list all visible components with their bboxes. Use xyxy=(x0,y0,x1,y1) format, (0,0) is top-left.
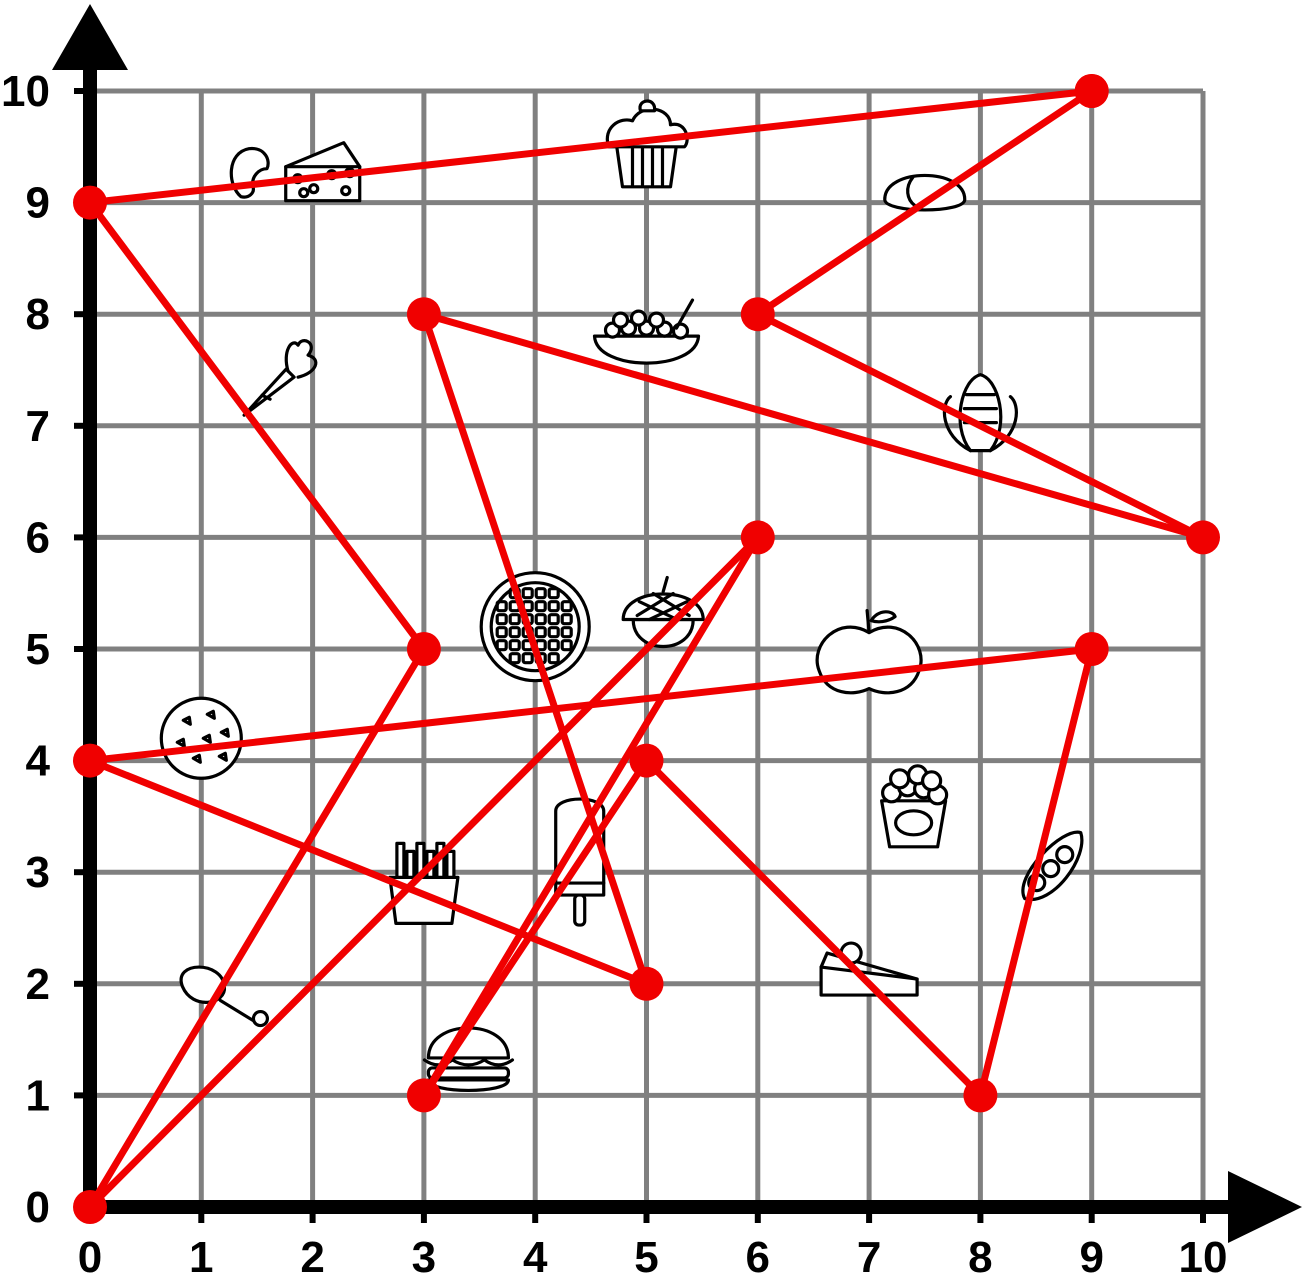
x-tick-label: 5 xyxy=(634,1233,658,1280)
pea xyxy=(1057,847,1073,863)
x-tick-label: 6 xyxy=(746,1233,770,1280)
burger-lettuce xyxy=(424,1060,512,1065)
carrot-body xyxy=(244,369,294,415)
x-tick-label: 9 xyxy=(1079,1233,1103,1280)
x-tick-labels: 0 1 2 3 4 5 6 7 8 9 10 xyxy=(78,1233,1228,1280)
x-tick-label: 1 xyxy=(189,1233,213,1280)
popsicle-stick xyxy=(575,895,585,925)
corn-cob xyxy=(960,375,1001,451)
acorn-stem xyxy=(663,578,667,592)
pea xyxy=(1043,861,1059,877)
popcorn-box xyxy=(882,801,946,847)
cereal-ring xyxy=(632,311,646,325)
y-tick-label: 9 xyxy=(26,179,50,228)
bone-end xyxy=(253,1012,267,1026)
x-tick-label: 3 xyxy=(412,1233,436,1280)
data-point xyxy=(407,632,441,666)
cereal-ring xyxy=(650,313,664,327)
x-axis-arrow xyxy=(1228,1171,1302,1243)
x-tick-label: 4 xyxy=(523,1233,548,1280)
path-segment xyxy=(90,649,424,1207)
y-tick-label: 1 xyxy=(26,1071,50,1120)
data-point xyxy=(630,967,664,1001)
y-axis-arrow xyxy=(52,4,128,70)
apple-leaf xyxy=(871,612,895,622)
y-tick-label: 7 xyxy=(26,402,50,451)
waffle-icon xyxy=(481,573,589,681)
y-tick-label: 0 xyxy=(26,1183,50,1232)
cookie-icon xyxy=(161,698,241,778)
path-segment xyxy=(90,649,1092,761)
carrot-icon xyxy=(244,341,316,416)
popcorn-icon xyxy=(882,766,947,847)
y-tick-label: 5 xyxy=(26,625,50,674)
popcorn-kernel xyxy=(891,770,909,788)
data-point xyxy=(407,297,441,331)
y-tick-label: 4 xyxy=(26,737,51,786)
bowl-shape xyxy=(595,336,699,363)
strawberry xyxy=(640,101,655,111)
popcorn-kernel xyxy=(923,772,941,790)
data-point xyxy=(963,1078,997,1112)
data-point xyxy=(1075,632,1109,666)
apple-body xyxy=(817,627,921,693)
data-point xyxy=(741,520,775,554)
data-point xyxy=(1186,520,1220,554)
data-point xyxy=(73,186,107,220)
y-tick-labels: 0 1 2 3 4 5 6 7 8 9 10 xyxy=(1,67,50,1232)
y-tick-label: 6 xyxy=(26,513,50,562)
cereal-ring xyxy=(674,324,688,338)
drumstick-bone xyxy=(220,1001,256,1023)
x-tick-label: 10 xyxy=(1179,1233,1228,1280)
cereal-ring xyxy=(614,313,628,327)
y-tick-label: 3 xyxy=(26,848,50,897)
cupcake-liner xyxy=(617,145,677,187)
food-icons xyxy=(161,101,1082,1090)
macaroni-icon xyxy=(231,149,268,198)
data-point xyxy=(73,1190,107,1224)
x-tick-label: 2 xyxy=(300,1233,324,1280)
macaroni-shape xyxy=(231,149,268,198)
burger-bottom-bun xyxy=(428,1080,508,1091)
data-point xyxy=(73,744,107,778)
y-tick-label: 8 xyxy=(26,290,50,339)
data-point xyxy=(630,744,664,778)
x-tick-label: 0 xyxy=(78,1233,102,1280)
y-tick-label: 2 xyxy=(26,960,50,1009)
data-point xyxy=(407,1078,441,1112)
data-point xyxy=(1075,74,1109,108)
cookie-shape xyxy=(161,698,241,778)
y-tick-label: 10 xyxy=(1,67,50,116)
apple-stem xyxy=(867,611,869,633)
data-point xyxy=(741,297,775,331)
x-tick-label: 8 xyxy=(968,1233,992,1280)
x-tick-label: 7 xyxy=(857,1233,881,1280)
